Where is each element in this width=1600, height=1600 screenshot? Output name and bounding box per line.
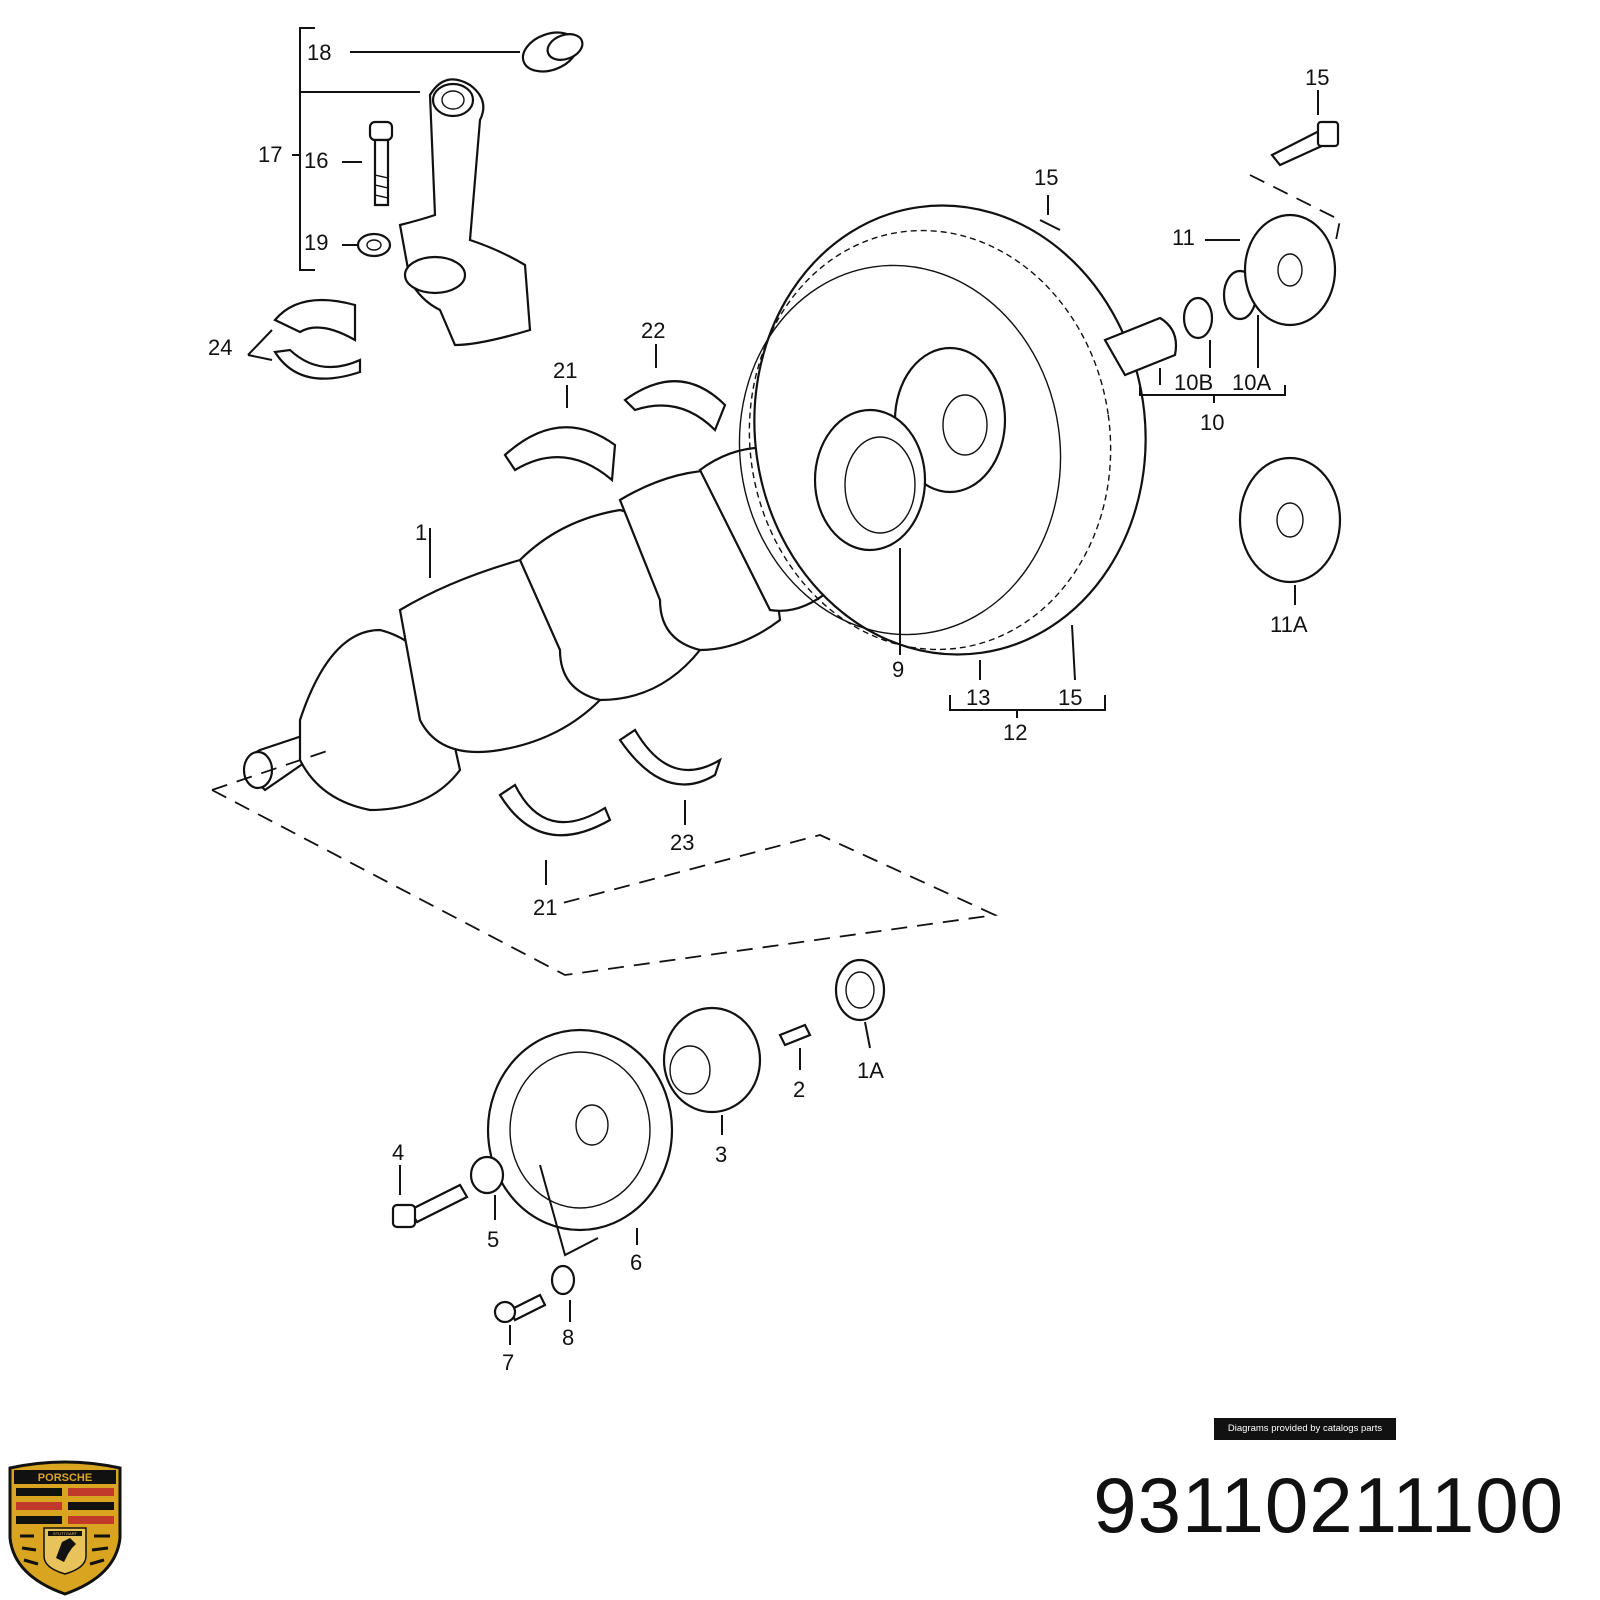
callout-15-top: 15 bbox=[1034, 165, 1058, 190]
callout-2: 2 bbox=[793, 1077, 805, 1102]
callout-7: 7 bbox=[502, 1350, 514, 1375]
callout-18: 16 bbox=[304, 148, 328, 173]
flywheel bbox=[738, 195, 1147, 718]
callout-12: 12 bbox=[1003, 720, 1027, 745]
callout-8: 8 bbox=[562, 1325, 574, 1350]
part-number: 93110211100 bbox=[1093, 1461, 1564, 1549]
porsche-crest-logo: PORSCHE STUTTGART bbox=[8, 1460, 122, 1596]
callout-6: 6 bbox=[630, 1250, 642, 1275]
callout-23: 23 bbox=[670, 830, 694, 855]
callout-10B: 10B bbox=[1174, 370, 1213, 395]
callout-4: 4 bbox=[392, 1140, 404, 1165]
callout-24: 24 bbox=[208, 335, 232, 360]
crest-city: STUTTGART bbox=[53, 1531, 77, 1536]
callout-22: 22 bbox=[641, 318, 665, 343]
callout-21-top: 21 bbox=[553, 358, 577, 383]
callout-15-bottom: 15 bbox=[1058, 685, 1082, 710]
callout-5: 5 bbox=[487, 1227, 499, 1252]
diagram-credit: Diagrams provided by catalogs parts bbox=[1214, 1418, 1396, 1440]
callout-20: 18 bbox=[307, 40, 331, 65]
callout-1A: 1A bbox=[857, 1058, 884, 1083]
front-pulley-group bbox=[391, 958, 886, 1345]
callout-17: 17 bbox=[258, 142, 282, 167]
callout-3: 3 bbox=[715, 1142, 727, 1167]
callout-19: 19 bbox=[304, 230, 328, 255]
callout-16: 15 bbox=[1305, 65, 1329, 90]
callout-1: 1 bbox=[415, 520, 427, 545]
callout-10A: 10A bbox=[1232, 370, 1271, 395]
callout-13: 13 bbox=[966, 685, 990, 710]
callout-11: 11 bbox=[1172, 225, 1195, 250]
crest-name: PORSCHE bbox=[38, 1472, 92, 1484]
connecting-rod-group bbox=[247, 27, 584, 380]
crankshaft bbox=[242, 418, 902, 812]
callout-labels: 18 17 16 19 24 22 21 1 23 21 15 15 11 10… bbox=[208, 40, 1329, 1375]
callout-11A: 11A bbox=[1270, 612, 1308, 637]
callout-10: 10 bbox=[1200, 410, 1224, 435]
hub-assembly bbox=[1103, 90, 1342, 605]
main-bearing-shells bbox=[211, 344, 999, 976]
callout-21-bottom: 21 bbox=[533, 895, 557, 920]
callout-9: 9 bbox=[892, 657, 904, 682]
